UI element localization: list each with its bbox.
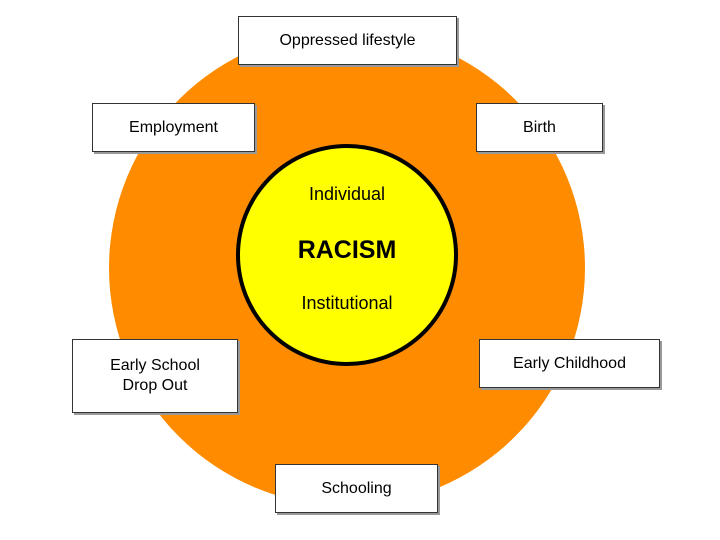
box-schooling: Schooling	[275, 464, 438, 513]
box-oppressed-lifestyle: Oppressed lifestyle	[238, 16, 457, 65]
center-title-racism: RACISM	[297, 236, 397, 264]
box-birth: Birth	[476, 103, 603, 152]
box-employment: Employment	[92, 103, 255, 152]
center-label-institutional: Institutional	[301, 293, 393, 313]
box-early-childhood: Early Childhood	[479, 339, 660, 388]
center-label-individual: Individual	[308, 184, 386, 204]
racism-core-circle	[236, 144, 458, 366]
box-early-school-drop-out: Early School Drop Out	[72, 339, 238, 413]
